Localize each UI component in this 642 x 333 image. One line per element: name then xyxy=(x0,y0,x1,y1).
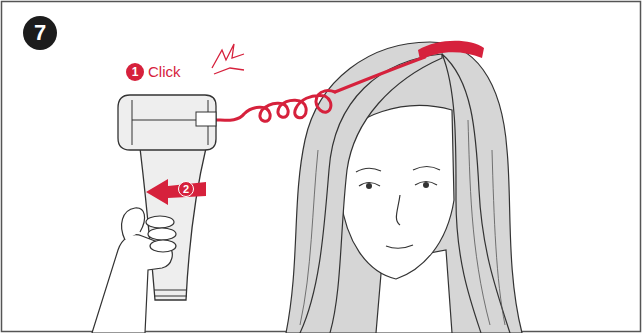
device-opening xyxy=(196,112,216,126)
curled-strand xyxy=(214,57,425,121)
eye xyxy=(366,183,372,189)
number-text: 2 xyxy=(183,184,189,195)
pull-arrow xyxy=(146,179,206,205)
callout-number: 2 xyxy=(178,181,194,197)
device-ring xyxy=(154,290,187,296)
action-label: Click xyxy=(148,63,181,80)
device-head xyxy=(118,95,216,150)
click-burst xyxy=(214,68,244,74)
device-handle xyxy=(140,148,206,300)
click-burst xyxy=(212,44,244,68)
face-features xyxy=(356,167,440,249)
hair xyxy=(286,42,522,333)
number-text: 7 xyxy=(34,22,46,44)
hair-lines xyxy=(300,120,505,325)
fingers xyxy=(122,208,176,252)
hair-section xyxy=(418,41,484,60)
step-number: 7 xyxy=(23,16,57,50)
hair-strand xyxy=(442,54,510,333)
callout-number: 1 xyxy=(126,63,144,81)
eye xyxy=(423,182,429,188)
number-text: 1 xyxy=(132,66,139,78)
